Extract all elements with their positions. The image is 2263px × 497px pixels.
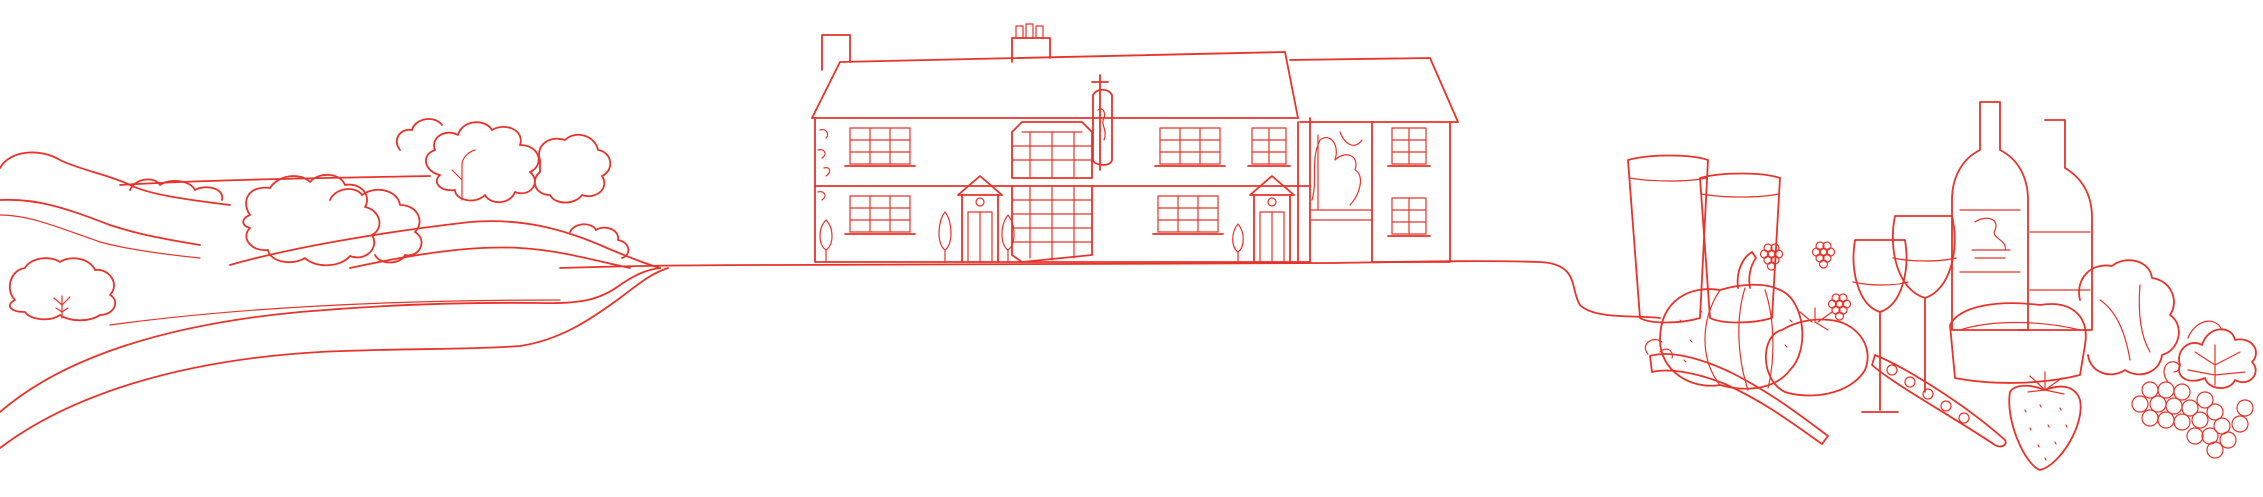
- wine-bottle-right: [2017, 119, 2093, 331]
- tomato: [1764, 318, 1869, 397]
- porch-left-roof: [957, 175, 1003, 196]
- grape-leaf: [2178, 328, 2257, 389]
- wine-bottle-left: [1951, 101, 2029, 331]
- asparagus-tip: [1644, 339, 1673, 359]
- pumpkin-stem: [1736, 251, 1757, 289]
- grape-tendril: [2163, 361, 2180, 383]
- countryside-landscape: [0, 118, 669, 449]
- window-lower-1: [849, 195, 911, 233]
- porch-right-roof: [1249, 175, 1295, 196]
- porch-right-fanlight: [1267, 197, 1277, 207]
- inn-building: [811, 23, 1459, 263]
- chimney-pot-1: [1015, 25, 1024, 39]
- pint-glass-left: [1627, 154, 1709, 324]
- bay-window-upper: [1011, 121, 1093, 179]
- wine-bottle-left-label: [1959, 209, 2021, 273]
- topiary-1: [819, 219, 833, 263]
- bush-left: [8, 257, 117, 322]
- tall-tree-top: [395, 118, 443, 151]
- main-facade: [814, 117, 1311, 263]
- bush-right: [569, 223, 630, 259]
- window-upper-3: [1251, 127, 1287, 165]
- topiary-2: [938, 211, 952, 263]
- pub-sign-board: [1092, 88, 1113, 166]
- strawberry-seeds: [2024, 404, 2068, 461]
- chimney-pot-3: [1035, 25, 1044, 39]
- right-tree-blob: [533, 133, 612, 204]
- grape-leaf-veins: [2187, 320, 2246, 386]
- pumpkin-ribs: [1704, 287, 1774, 391]
- small-tree-left: [53, 295, 71, 319]
- porch-left-fanlight: [975, 197, 985, 207]
- bread-loaf: [1949, 302, 2087, 384]
- bay-window-panes: [1011, 131, 1093, 179]
- food-and-drink-still-life: [1627, 101, 2257, 471]
- porch-right: [1253, 194, 1291, 263]
- pint-glass-right-rim: [1701, 193, 1779, 198]
- pint-glass-left-rim: [1629, 177, 1707, 182]
- window-upper-1: [849, 127, 911, 165]
- field-line: [119, 175, 431, 186]
- tomato-calyx: [1799, 307, 1833, 331]
- porch-left: [961, 194, 999, 263]
- road-edge-lower: [0, 267, 669, 449]
- raspberry-3: [1827, 293, 1852, 321]
- mid-hill-2: [349, 246, 631, 269]
- pea-pod: [1871, 354, 2007, 448]
- wine-glass-left: [1852, 239, 1908, 413]
- pumpkin: [1659, 283, 1804, 390]
- asparagus: [1649, 353, 1829, 445]
- bush-row-back: [129, 178, 224, 201]
- road-edge-upper: [0, 267, 661, 413]
- window-wing-lower: [1391, 197, 1427, 235]
- tall-tree-trunk: [451, 149, 476, 201]
- raspberry-1: [1759, 243, 1784, 271]
- bay-window-lower-panes: [1011, 185, 1093, 261]
- greens-veins: [2099, 284, 2151, 361]
- climbing-plant: [1311, 131, 1363, 211]
- window-wing-upper: [1391, 127, 1427, 165]
- window-upper-2: [1159, 127, 1221, 165]
- pub-sign-detail: [1097, 108, 1106, 141]
- stone-texture-left: [817, 129, 831, 201]
- tree-cluster: [242, 173, 381, 267]
- raspberry-2: [1811, 241, 1836, 269]
- window-lower-2: [1157, 195, 1219, 233]
- pumpkin-dots: [1679, 309, 1793, 363]
- leafy-greens: [2078, 259, 2180, 376]
- grape-bunch: [2131, 381, 2254, 459]
- wine-glass-right-liquid: [1892, 257, 1957, 262]
- back-hill: [0, 151, 231, 206]
- chimney-pot-2: [1025, 23, 1034, 39]
- wine-glass-right: [1891, 215, 1956, 393]
- bread-crust: [1959, 321, 2081, 331]
- topiary-3: [1001, 214, 1015, 263]
- main-roof: [811, 51, 1299, 119]
- tree-cluster-right: [329, 188, 423, 264]
- field-horizon: [109, 299, 561, 326]
- ground-line: [559, 260, 1661, 319]
- pint-glass-right: [1699, 172, 1781, 324]
- bay-window-lower: [1011, 185, 1093, 263]
- wine-bottle-right-label: [2029, 231, 2091, 291]
- wing-roof: [1289, 57, 1459, 123]
- tall-tree-canopy: [425, 121, 540, 204]
- topiary-4: [1232, 223, 1244, 263]
- strawberry: [2008, 384, 2082, 471]
- peas: [1886, 364, 1970, 424]
- back-hill-2: [0, 198, 201, 246]
- strawberry-leaves: [2027, 371, 2065, 395]
- hill-ridge: [0, 214, 201, 259]
- wine-glass-left-liquid: [1852, 281, 1909, 286]
- wing-facade: [1297, 121, 1451, 263]
- chimney-left: [821, 34, 851, 71]
